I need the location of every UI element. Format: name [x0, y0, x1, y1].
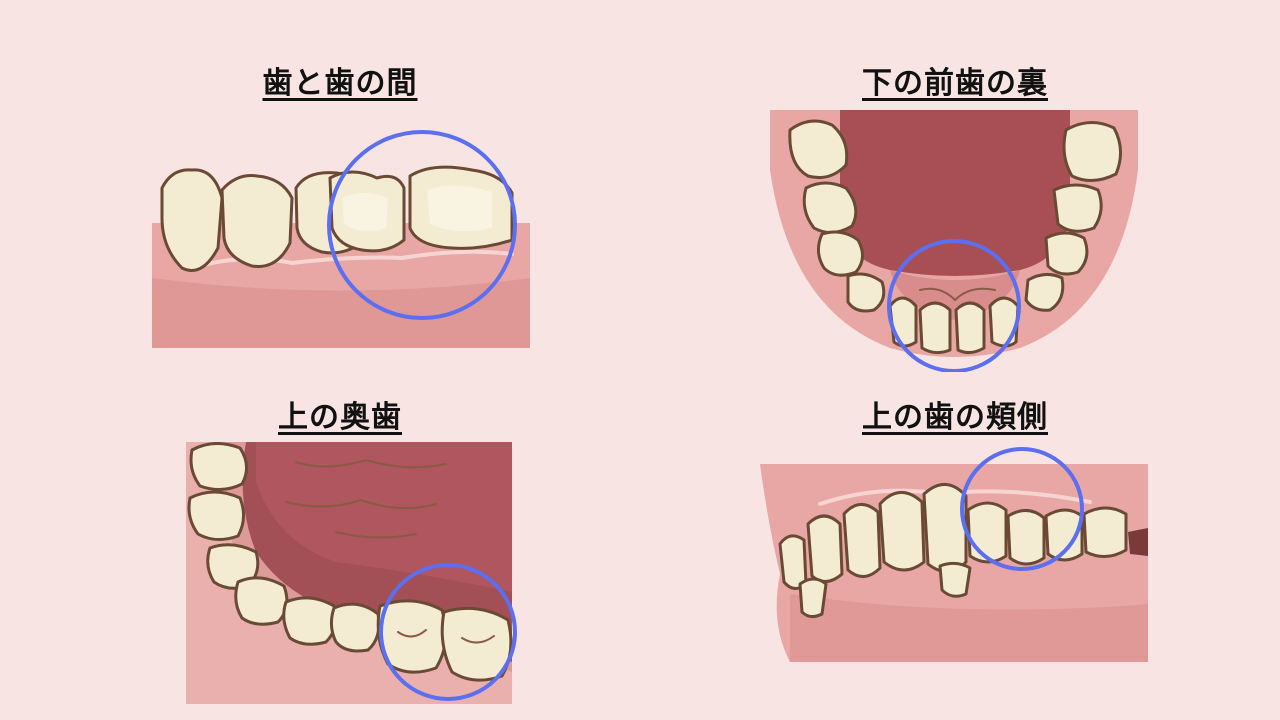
panel-title-cheek-side-of-upper-teeth: 上の歯の頬側 [862, 400, 1048, 435]
tooth [1052, 183, 1103, 233]
panel-title-between-teeth: 歯と歯の間 [262, 66, 418, 101]
tooth [1044, 231, 1089, 276]
highlight-ring [327, 130, 517, 320]
tooth [1062, 121, 1122, 182]
tooth [778, 534, 808, 590]
tooth [187, 490, 245, 541]
tooth [802, 181, 858, 234]
tooth [1082, 506, 1128, 558]
tooth [817, 230, 864, 277]
tooth [160, 168, 224, 272]
illustration-upper-back-teeth [186, 442, 520, 704]
highlight-ring [887, 239, 1021, 372]
tooth [1024, 273, 1065, 312]
tooth [842, 503, 882, 578]
panel-title-upper-back-teeth: 上の奥歯 [278, 400, 402, 435]
tooth [988, 296, 1020, 348]
gum-shadow [152, 278, 530, 348]
tooth [966, 501, 1008, 564]
tooth [888, 296, 918, 348]
illustration-back-of-lower-front-teeth [770, 110, 1140, 372]
tooth [440, 606, 513, 682]
highlight-ring [379, 563, 517, 701]
tooth [918, 301, 952, 355]
tooth [189, 442, 248, 491]
tooth [220, 174, 294, 269]
tooth [234, 576, 289, 626]
highlight-ring [960, 447, 1084, 571]
tooth [846, 272, 886, 313]
tooth [282, 596, 338, 646]
panel-title-back-of-lower-front-teeth: 下の前歯の裏 [862, 66, 1048, 101]
tooth [806, 514, 844, 583]
tooth [1006, 509, 1046, 566]
tooth [329, 602, 381, 653]
tooth [922, 483, 968, 573]
tooth [938, 561, 972, 598]
tooth [788, 119, 849, 180]
tooth [878, 491, 926, 572]
tooth [798, 577, 828, 619]
illustration-between-teeth [152, 128, 532, 350]
tongue-area [840, 110, 1070, 276]
tooth [954, 301, 986, 355]
illustration-cheek-side-of-upper-teeth [760, 444, 1150, 664]
